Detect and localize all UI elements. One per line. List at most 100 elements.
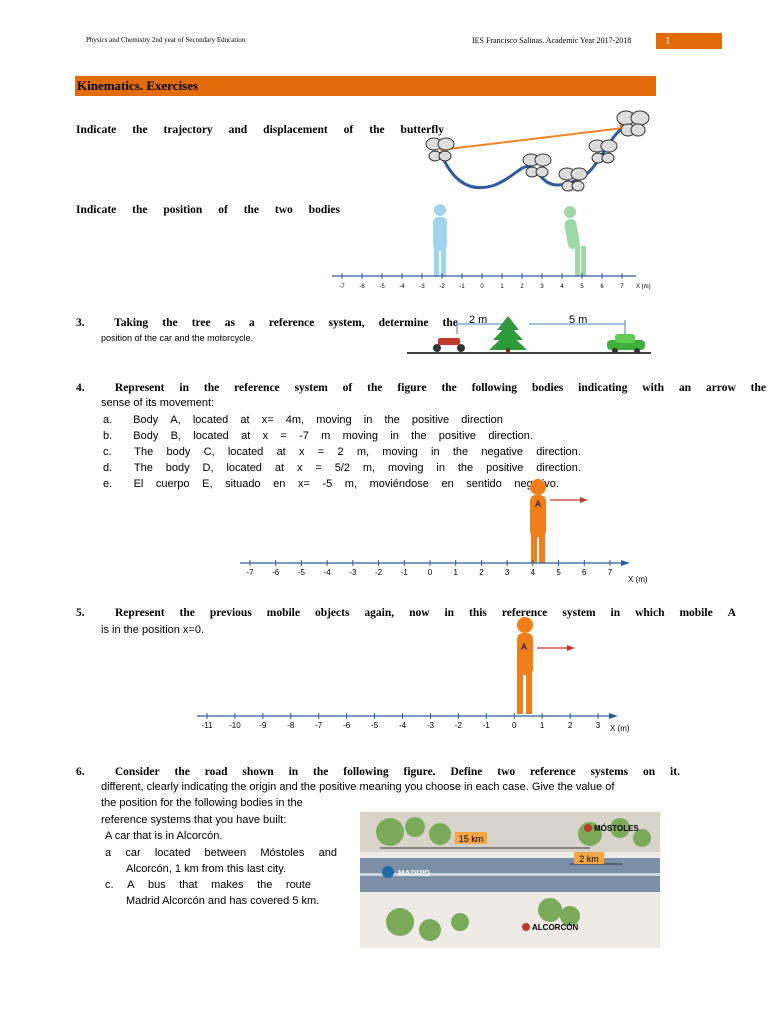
tick-label: 0 (480, 284, 484, 290)
word: an (678, 382, 692, 394)
q6-line2: different, clearly indicating the origin… (101, 781, 615, 793)
small-axis-label: X (m) (636, 284, 651, 290)
tick-label: 4 (531, 568, 536, 577)
tick-label: -3 (427, 721, 435, 730)
word: the (162, 317, 178, 329)
tick-label: -5 (298, 568, 306, 577)
word: system (294, 382, 328, 394)
word: tree (191, 317, 211, 329)
tick-label: -6 (359, 284, 365, 290)
person-blue-icon (433, 204, 447, 276)
madrid-label: MADRID (398, 869, 430, 878)
tick-label: -3 (419, 284, 425, 290)
road-map-figure: 15 km 2 km MADRID MÓSTOLES ALCORCÓN (360, 812, 660, 948)
word: mobile (266, 607, 300, 619)
question-number: 4. (76, 382, 85, 394)
page-number: 1 (656, 33, 722, 49)
word: figure. (403, 766, 436, 778)
tick-label: -2 (375, 568, 383, 577)
mostoles-marker (584, 824, 592, 832)
word: Define (450, 766, 483, 778)
word: Consider (114, 766, 160, 778)
word: the (179, 607, 195, 619)
body-a-label: A (521, 642, 527, 652)
q4-axis-label: X (m) (628, 575, 648, 584)
tick-label: -5 (379, 284, 385, 290)
madrid-marker (382, 866, 394, 878)
q6-item-a: A car that is in Alcorcón. (105, 830, 223, 842)
tick-label: -10 (229, 721, 241, 730)
word: of (342, 382, 353, 394)
word: reference (268, 317, 315, 329)
tick-label: 3 (540, 284, 544, 290)
word: the (257, 879, 273, 891)
tick-label: -7 (246, 568, 254, 577)
q6-item-c-line2: Madrid Alcorcón and has covered 5 km. (126, 895, 320, 907)
word: indicating (578, 382, 628, 394)
word: of (343, 124, 354, 136)
word: the (132, 124, 148, 136)
tick-label: -9 (259, 721, 267, 730)
q3-figure: 2 m 5 m (407, 314, 651, 354)
question-number: 6. (76, 766, 85, 778)
word: route (285, 879, 311, 891)
word: determine (378, 317, 429, 329)
word: the (441, 382, 457, 394)
q3-line2: position of the car and the motorcycle. (101, 333, 254, 343)
word: bodies (531, 382, 564, 394)
tick-label: 6 (582, 568, 587, 577)
tick-label: 5 (580, 284, 584, 290)
tick-label: 0 (512, 721, 517, 730)
word: the (174, 766, 190, 778)
q6-line4: reference systems that you have built: (101, 814, 287, 826)
word: as (224, 317, 235, 329)
word: system (562, 607, 596, 619)
word: it. (670, 766, 680, 778)
word: reference (501, 607, 548, 619)
tree-icon (489, 316, 527, 353)
tick-label: 1 (453, 568, 458, 577)
tick-label: -1 (401, 568, 409, 577)
displacement-arrow (439, 127, 624, 151)
tick-label: -6 (272, 568, 280, 577)
word: in (179, 382, 189, 394)
word: that (179, 879, 198, 891)
distance-2km-tag (574, 852, 604, 864)
tick-label: 3 (505, 568, 510, 577)
butterfly-icon (616, 110, 650, 137)
alcorcon-marker (522, 923, 530, 931)
butterfly-icon (522, 153, 552, 178)
distance-15km-tag (455, 832, 487, 844)
word: figure (397, 382, 427, 394)
butterfly-icon (588, 139, 618, 164)
word: butterfly (400, 124, 444, 136)
person-orange-icon (517, 617, 533, 714)
word: this (469, 607, 487, 619)
word: position (163, 204, 203, 216)
section-title: Kinematics. Exercises (75, 76, 656, 96)
butterfly-icon (558, 167, 588, 192)
word: A (727, 607, 736, 619)
word: bus (147, 879, 166, 891)
tick-label: 1 (540, 721, 545, 730)
word: the (367, 382, 383, 394)
word: which (635, 607, 665, 619)
word: system, (328, 317, 365, 329)
word: bodies (308, 204, 340, 216)
body-a-label: A (535, 499, 541, 509)
tick-label: -11 (202, 721, 214, 730)
